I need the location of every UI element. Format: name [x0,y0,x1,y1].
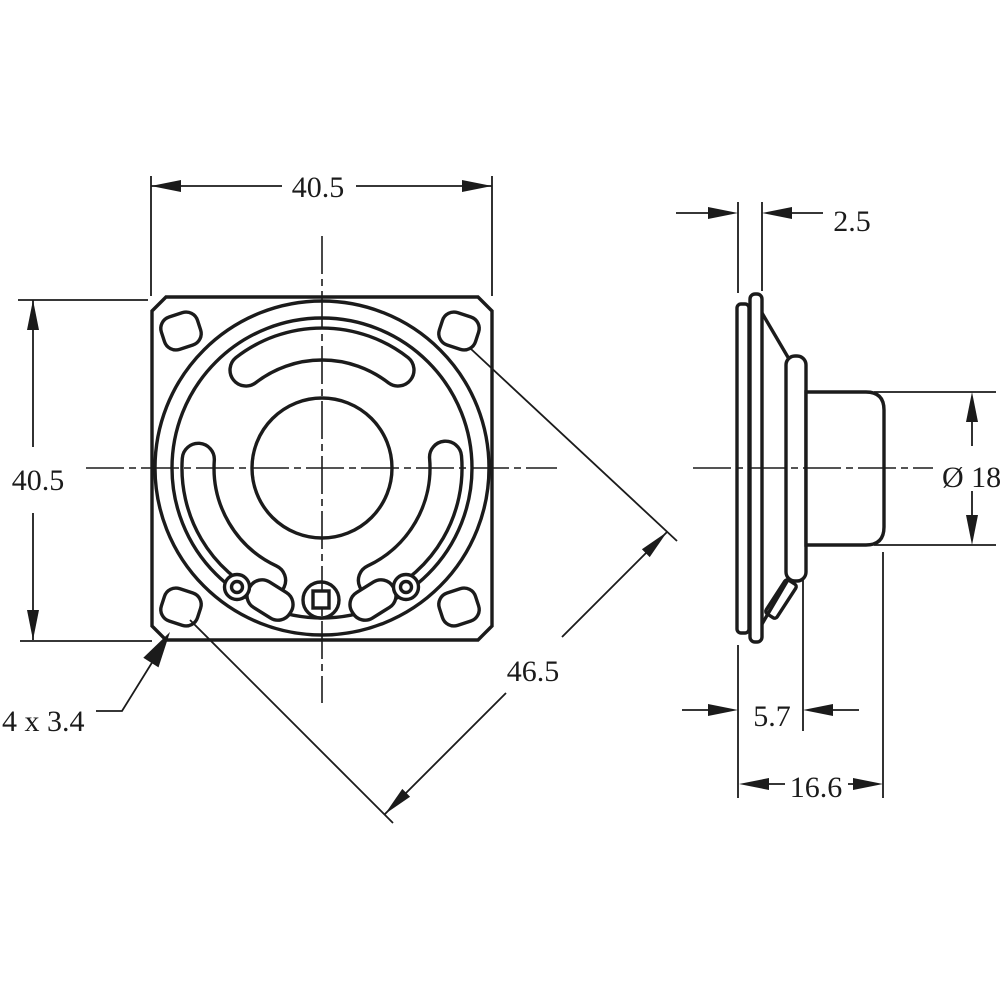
arrowhead [853,778,883,790]
terminal-left-eyelet [222,572,252,602]
basket-slot-left [180,441,288,599]
side-cone-bottom-edge [760,577,791,625]
arrowhead [27,300,39,330]
arrowhead [143,632,170,668]
arrowhead [708,207,738,219]
terminal-right-eyelet [391,572,421,602]
arrowhead [462,180,492,192]
terminal-left [222,572,295,622]
dim-diagonal-label: 46.5 [507,655,560,688]
side-magnet [804,390,886,547]
dim-flange-thickness-label: 2.5 [833,205,871,238]
terminal-left-eyelet-hole [229,579,245,595]
side-dimensions: 2.5 Ø 18 5.7 16.6 [676,202,1000,804]
mounting-hole-bottom-right [437,586,481,628]
mounting-hole-top-right [437,310,481,352]
terminal-right [348,572,421,622]
dim-flange-thickness: 2.5 [676,202,871,293]
mounting-flange-outline [150,295,494,642]
mounting-hole-bottom-left [159,586,203,628]
dim-front-width-label: 40.5 [292,171,345,204]
dim-front-height-label: 40.5 [12,464,65,497]
arrowhead [762,207,792,219]
dim-front-height: 40.5 [12,299,152,642]
arrowhead [151,180,181,192]
front-view [86,236,557,703]
dim-mounting-depth: 5.7 [682,580,859,798]
arrowhead [385,788,411,814]
dim-hole-pattern-label: 4 x 3.4 [2,705,85,738]
center-bottom-square [311,589,331,610]
basket-slot-right [356,439,464,599]
dim-front-width: 40.5 [150,171,493,296]
terminal-right-eyelet-hole [398,579,414,595]
arrowhead [739,778,769,790]
arrowhead [27,610,39,640]
arrowhead [803,704,833,716]
dim-diagonal: 46.5 [189,348,678,824]
dim-total-depth-label: 16.6 [790,771,843,804]
dim-magnet-diameter: Ø 18 [874,391,1000,546]
arrowhead [966,515,978,545]
dim-mounting-depth-label: 5.7 [753,700,791,733]
dim-hole-pattern: 4 x 3.4 [2,632,170,738]
side-view [693,292,933,644]
dim-magnet-diameter-label: Ø 18 [942,461,1000,494]
arrowhead [641,532,667,558]
mounting-hole-top-left [159,310,203,352]
side-cone-top-edge [760,312,791,360]
dim-total-depth: 16.6 [739,552,884,804]
arrowhead [966,392,978,422]
front-dimensions: 40.5 40.5 46.5 4 x 3.4 [2,171,678,824]
arrowhead [708,704,738,716]
